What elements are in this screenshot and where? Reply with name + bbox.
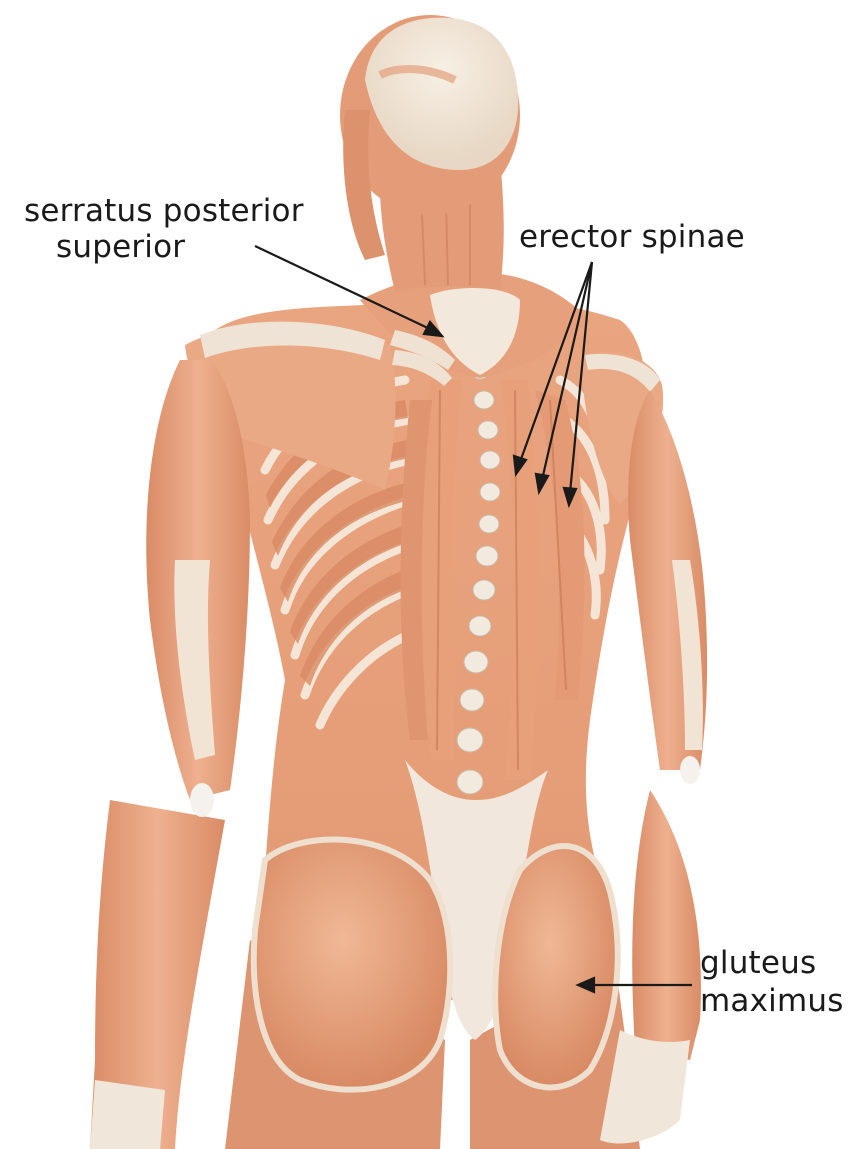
serratus-posterior-superior-label-line2: superior (56, 229, 186, 265)
erector-arrowhead-1 (512, 454, 528, 477)
erector-arrowhead-2 (534, 472, 550, 496)
gluteus-arrowhead (575, 976, 596, 994)
serratus-arrowhead (422, 320, 445, 338)
erector-spinae-muscles (400, 380, 585, 780)
erector-arrowhead-3 (562, 486, 578, 509)
serratus-arrow (254, 245, 433, 331)
erector-arrow-2 (540, 261, 594, 481)
head (340, 15, 520, 260)
right-arm (600, 390, 708, 1144)
erector-arrow-3 (568, 261, 594, 494)
gluteus-maximus (250, 836, 621, 1093)
thoracolumbar-fascia (405, 760, 548, 1040)
erector-arrow-1 (518, 261, 594, 463)
label-arrows (254, 245, 692, 994)
upper-back (360, 271, 590, 386)
serratus-posterior-superior-label: serratus posterior (24, 193, 304, 229)
gluteus-maximus-label-line2: maximus (700, 983, 844, 1019)
erector-spinae-label: erector spinae (519, 219, 745, 255)
gluteus-maximus-label: gluteus (700, 945, 817, 981)
left-arm (90, 360, 250, 1149)
